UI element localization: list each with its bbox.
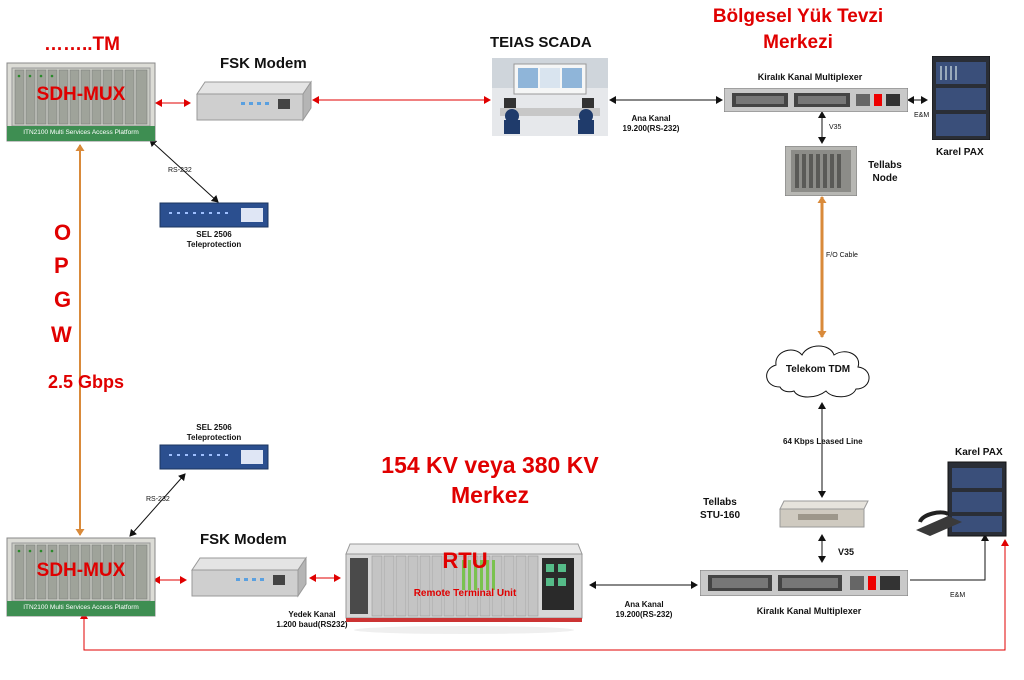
teias-scada-title: TEIAS SCADA	[490, 34, 592, 51]
stu-line2: STU-160	[699, 510, 740, 521]
mux-bottom-label: Kiralık Kanal Multiplexer	[756, 606, 862, 616]
stu-160-icon	[779, 500, 869, 528]
opgw-letter-p: P	[54, 253, 69, 278]
sel-2506-bottom-subtitle: Teleprotection	[186, 433, 242, 442]
rtu-label: RTU	[442, 548, 488, 573]
em-top-label: E&M	[914, 112, 930, 119]
fsk-modem-top-icon	[196, 80, 312, 122]
rtu-subtitle: Remote Terminal Unit	[413, 588, 517, 599]
tellabs-node-icon	[784, 145, 858, 197]
fsk-modem-top-device	[193, 80, 313, 124]
opgw-speed: 2.5 Gbps	[48, 372, 125, 392]
sdh-mux-top-label: SDH-MUX	[36, 84, 126, 105]
ana-kanal-bottom-line1: Ana Kanal	[624, 600, 664, 609]
mux-top-label: Kiralık Kanal Multiplexer	[757, 72, 863, 82]
telekom-cloud	[758, 337, 878, 403]
fsk-modem-top-label: FSK Modem	[220, 55, 307, 72]
karel-pax-bottom-label: Karel PAX	[955, 447, 1003, 458]
center-title-line2: Merkez	[451, 482, 529, 508]
mux-top-icon	[723, 87, 909, 113]
sel-2506-top-device	[159, 202, 269, 228]
sdh-mux-top-plate: ITN2100 Multi Services Access Platform	[23, 129, 139, 136]
sel-2506-bottom-title: SEL 2506	[196, 423, 232, 432]
karel-pax-bottom-device	[912, 460, 1010, 540]
link-rs232-bottom	[129, 473, 186, 537]
leased-line-label: 64 Kbps Leased Line	[783, 437, 863, 446]
yedek-kanal-line2: 1.200 baud(RS232)	[276, 620, 348, 629]
sel-2506-bottom-device	[159, 444, 269, 470]
mux-top-device	[723, 87, 909, 113]
karel-pax-top-device	[931, 55, 991, 141]
karel-pax-bottom-icon	[916, 461, 1007, 537]
tellabs-node-line2: Node	[872, 173, 898, 184]
sel-2506-bottom-icon	[159, 444, 269, 470]
opgw-letter-g: G	[54, 287, 72, 312]
teias-scada-photo	[492, 58, 608, 136]
rtu-device	[342, 540, 588, 636]
rs232-bottom-label: RS-232	[146, 496, 170, 503]
mux-bottom-device	[699, 569, 909, 597]
opgw-letter-o: O	[54, 220, 72, 245]
v35-top-label: V35	[829, 124, 842, 131]
ana-kanal-bottom-line2: 19.200(RS-232)	[615, 610, 673, 619]
fsk-modem-bottom-device	[188, 556, 308, 600]
link-mux-karel-bottom	[910, 534, 989, 581]
sdh-mux-bottom-device	[6, 537, 156, 617]
karel-pax-top-icon	[931, 55, 991, 141]
rs232-top-label: RS-232	[168, 167, 192, 174]
telekom-label: Telekom TDM	[785, 364, 851, 375]
link-rs232-top	[149, 139, 219, 203]
fsk-modem-bottom-icon	[191, 556, 307, 598]
cloud-icon	[766, 345, 870, 398]
opgw-letter-w: W	[51, 322, 72, 347]
stu-line1: Tellabs	[703, 497, 737, 508]
em-bottom-label: E&M	[950, 592, 966, 599]
sel-2506-top-subtitle: Teleprotection	[186, 240, 242, 249]
sdh-mux-top-device	[6, 62, 156, 142]
link-bottom-loop	[80, 539, 1009, 651]
v35-bottom-label: V35	[838, 547, 855, 557]
control-room-image	[492, 58, 608, 136]
karel-pax-top-label: Karel PAX	[936, 147, 984, 158]
sel-2506-top-icon	[159, 202, 269, 228]
center-title-line1: 154 KV veya 380 KV	[381, 452, 599, 478]
bolgesel-title-line1: Bölgesel Yük Tevzi	[712, 6, 884, 27]
yedek-kanal-line1: Yedek Kanal	[288, 610, 336, 619]
tellabs-node-line1: Tellabs	[868, 160, 902, 171]
ana-kanal-top-line2: 19.200(RS-232)	[622, 124, 680, 133]
ana-kanal-top-line1: Ana Kanal	[631, 114, 671, 123]
rtu-rack-icon	[345, 543, 583, 634]
sdh-mux-bottom-icon	[6, 537, 156, 617]
sdh-mux-top-icon	[6, 62, 156, 142]
sel-2506-top-title: SEL 2506	[196, 230, 232, 239]
fsk-modem-bottom-label: FSK Modem	[200, 531, 287, 548]
tellabs-node-device	[784, 145, 858, 197]
fo-cable-label: F/O Cable	[826, 252, 858, 259]
mux-bottom-icon	[699, 569, 909, 597]
tm-title: ……..TM	[44, 34, 120, 55]
sdh-mux-bottom-plate: ITN2100 Multi Services Access Platform	[23, 604, 139, 611]
stu-160-device	[778, 499, 870, 531]
bolgesel-title-line2: Merkezi	[763, 32, 833, 53]
sdh-mux-bottom-label: SDH-MUX	[36, 560, 126, 581]
